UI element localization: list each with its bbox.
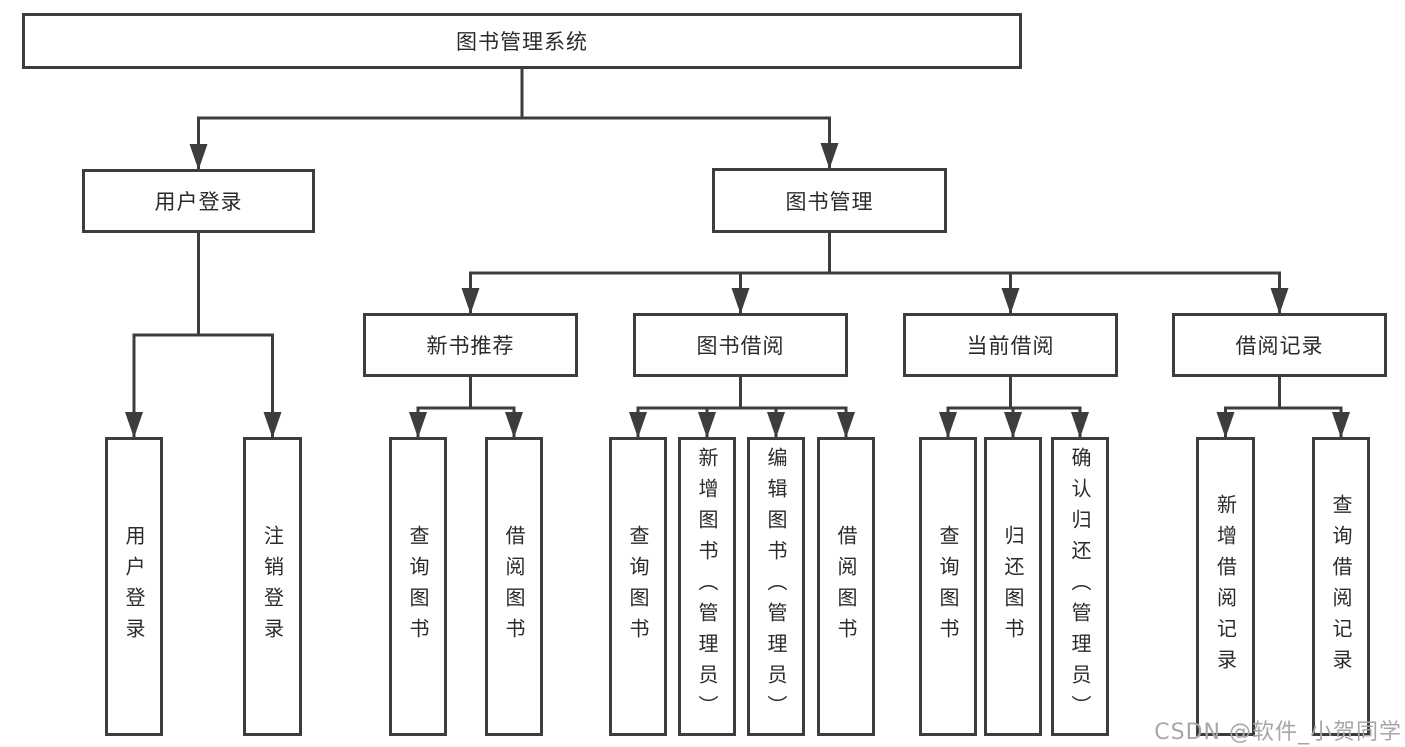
node-label: 查询图书 (626, 524, 650, 649)
node-label: 用户登录 (154, 190, 243, 214)
node-label: 编辑图书（管理员） (764, 447, 788, 726)
watermark: CSDN @软件_小贺同学 (1154, 720, 1402, 745)
node-book-mgmt: 图书管理 (712, 168, 947, 233)
node-book-borrow: 图书借阅 (633, 313, 848, 377)
node-label: 新增图书（管理员） (695, 447, 719, 726)
node-label: 新增借阅记录 (1213, 493, 1238, 680)
node-label: 图书管理 (785, 189, 874, 214)
node-current-borrow: 当前借阅 (903, 313, 1118, 377)
node-label: 查询图书 (406, 524, 430, 649)
node-label: 借阅图书 (834, 524, 858, 649)
node-add-book: 新增图书（管理员） (678, 437, 736, 736)
node-return-book: 归还图书 (984, 437, 1042, 736)
node-label: 查询图书 (936, 524, 960, 649)
node-root: 图书管理系统 (22, 13, 1022, 69)
node-label: 用户登录 (122, 524, 146, 649)
node-user-login: 用户登录 (82, 169, 315, 233)
node-label: 图书管理系统 (456, 30, 588, 54)
node-edit-book: 编辑图书（管理员） (747, 437, 805, 736)
node-borrow-records: 借阅记录 (1172, 313, 1387, 377)
node-query-books-3: 查询图书 (919, 437, 977, 736)
node-label: 归还图书 (1001, 524, 1025, 649)
node-label: 图书借阅 (696, 334, 785, 358)
node-label: 借阅记录 (1235, 334, 1324, 358)
node-query-books-1: 查询图书 (389, 437, 447, 736)
node-login: 用户登录 (105, 437, 163, 736)
node-label: 借阅图书 (502, 524, 526, 649)
node-new-book-rec: 新书推荐 (363, 313, 578, 377)
node-label: 确认归还（管理员） (1068, 447, 1092, 726)
node-label: 新书推荐 (426, 334, 515, 358)
node-query-books-2: 查询图书 (609, 437, 667, 736)
node-label: 当前借阅 (966, 334, 1055, 358)
node-logout: 注销登录 (243, 437, 302, 736)
node-borrow-books-1: 借阅图书 (485, 437, 543, 736)
node-add-borrow-record: 新增借阅记录 (1196, 437, 1255, 736)
node-borrow-books-2: 借阅图书 (817, 437, 875, 736)
node-confirm-return: 确认归还（管理员） (1051, 437, 1109, 736)
node-label: 注销登录 (260, 524, 285, 649)
node-label: 查询借阅记录 (1329, 493, 1353, 680)
node-query-borrow-record: 查询借阅记录 (1312, 437, 1370, 736)
